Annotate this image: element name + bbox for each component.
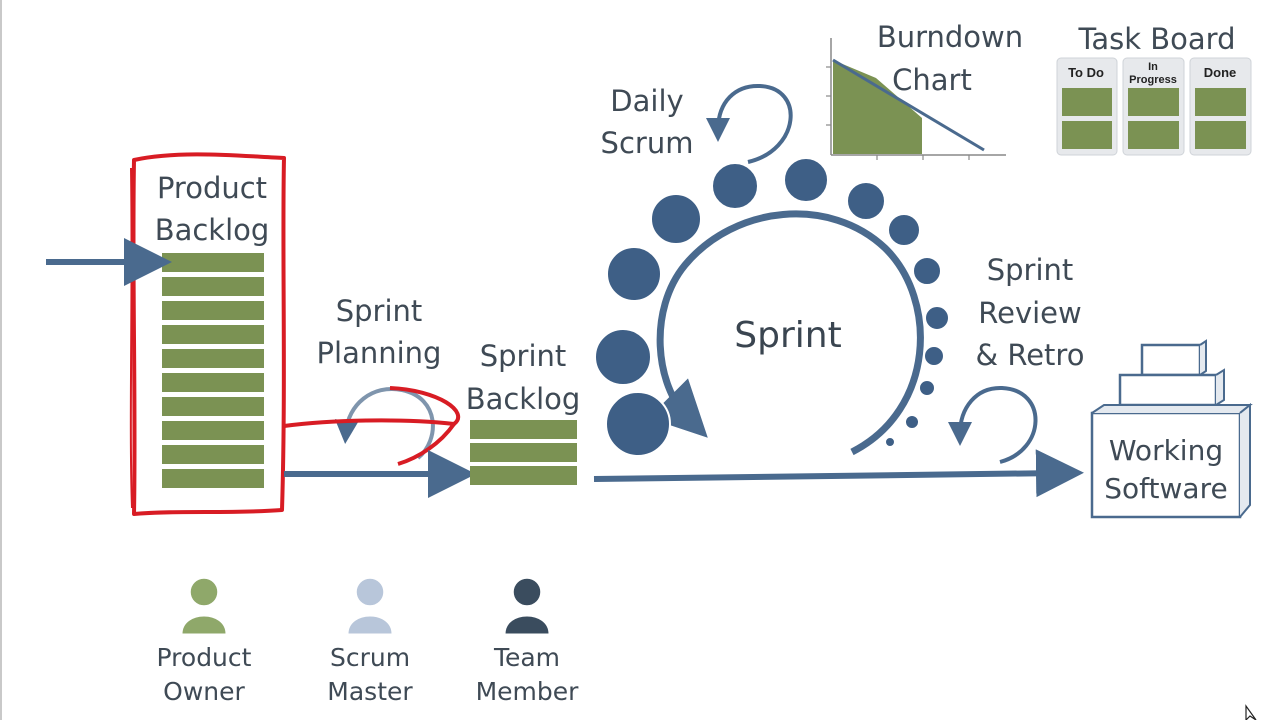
planning-red-loop (283, 386, 461, 428)
product-backlog-items (162, 253, 264, 488)
product-backlog-item (162, 445, 264, 464)
daily-scrum-cycle-icon (706, 83, 793, 164)
sprint-planning: Sprint Planning (283, 294, 461, 466)
sprint-backlog-item (470, 443, 577, 462)
task-board-column-todo: To Do (1056, 57, 1118, 156)
task-board-in-progress-header-1: In (1148, 61, 1158, 73)
burndown-ticks (826, 66, 970, 160)
burndown-label-2: Chart (892, 63, 972, 97)
daily-scrum-label-1: Daily (610, 84, 683, 118)
role-label-line1: Team (493, 643, 560, 672)
sprint-review-retro: Sprint Review & Retro (948, 253, 1085, 464)
product-backlog-item (162, 397, 264, 416)
product-backlog-item (162, 325, 264, 344)
sprint-day (711, 162, 759, 210)
sprint-day (846, 181, 886, 221)
burndown-actual-area (833, 60, 922, 154)
sprint-planning-label-2: Planning (317, 336, 442, 370)
sprint-backlog: Sprint Backlog (466, 339, 581, 485)
burndown-label-1: Burndown (877, 20, 1023, 54)
product-backlog-item (162, 277, 264, 296)
person-icon (181, 577, 227, 635)
working-software-label-1: Working (1109, 434, 1223, 467)
product-backlog-item (162, 253, 264, 272)
product-backlog-label-2: Backlog (155, 213, 270, 247)
review-label-2: Review (978, 296, 1081, 330)
sprint-days (594, 157, 950, 457)
task-board: Task Board To Do In Progress Done (1056, 22, 1252, 156)
role-label-line2: Master (327, 677, 413, 706)
sprint-day (605, 391, 671, 457)
task-board-column-done: Done (1189, 57, 1252, 156)
product-backlog-highlight (131, 152, 286, 516)
product-backlog-item (162, 349, 264, 368)
planning-red-tail (397, 422, 456, 466)
person-icon (347, 577, 393, 635)
review-label-3: & Retro (976, 338, 1085, 372)
sprint-timeline-arrow (593, 449, 1084, 498)
sprint-day (904, 414, 920, 430)
sprint-day (912, 256, 942, 286)
product-backlog-item (162, 373, 264, 392)
sprint-label: Sprint (734, 315, 841, 356)
software-box-icon: Working Software (1090, 339, 1253, 519)
sprint-day (924, 305, 950, 331)
sprint-planning-label-1: Sprint (336, 294, 423, 328)
product-backlog-label-1: Product (157, 171, 267, 205)
sprint-day (887, 213, 921, 247)
burndown-chart: Burndown Chart (826, 20, 1023, 160)
sprint-day (650, 193, 702, 245)
role-label-line1: Scrum (330, 643, 410, 672)
task-board-in-progress-header-2: Progress (1129, 74, 1177, 86)
role-label-line2: Member (476, 677, 580, 706)
sprint-backlog-item (470, 420, 577, 439)
sprint-planning-cycle-icon (334, 386, 435, 460)
review-cycle-icon (948, 385, 1038, 464)
working-software-label-2: Software (1104, 472, 1227, 505)
sprint-day (923, 345, 945, 367)
mouse-pointer-icon (1245, 704, 1257, 720)
sprint-day (884, 436, 896, 448)
task-board-todo-header: To Do (1068, 65, 1104, 80)
product-backlog-item (162, 301, 264, 320)
product-backlog-item (162, 421, 264, 440)
task-board-column-in-progress: In Progress (1122, 57, 1185, 156)
sprint-backlog-label-2: Backlog (466, 382, 581, 416)
sprint-day (918, 379, 936, 397)
person-icon (504, 577, 550, 635)
burndown-ideal-line (832, 58, 985, 152)
task-board-label: Task Board (1077, 22, 1235, 56)
daily-scrum-label-2: Scrum (601, 126, 694, 160)
sprint-day (783, 157, 829, 203)
sprint-cycle-arrow (648, 210, 924, 456)
sprint-backlog-item (470, 466, 577, 485)
sprint-day (606, 246, 662, 302)
product-backlog-item (162, 469, 264, 488)
sprint-day (594, 328, 652, 386)
sprint-backlog-label-1: Sprint (480, 339, 567, 373)
daily-scrum: Daily Scrum (601, 83, 793, 164)
sprint-cycle: Sprint (594, 157, 950, 457)
review-label-1: Sprint (987, 253, 1074, 287)
role-label-line2: Owner (163, 677, 245, 706)
task-board-done-header: Done (1204, 65, 1237, 80)
product-backlog-highlight-stroke (129, 167, 133, 509)
role-label-line1: Product (157, 643, 252, 672)
sprint-backlog-items (470, 420, 577, 485)
product-backlog: Product Backlog (129, 152, 286, 516)
